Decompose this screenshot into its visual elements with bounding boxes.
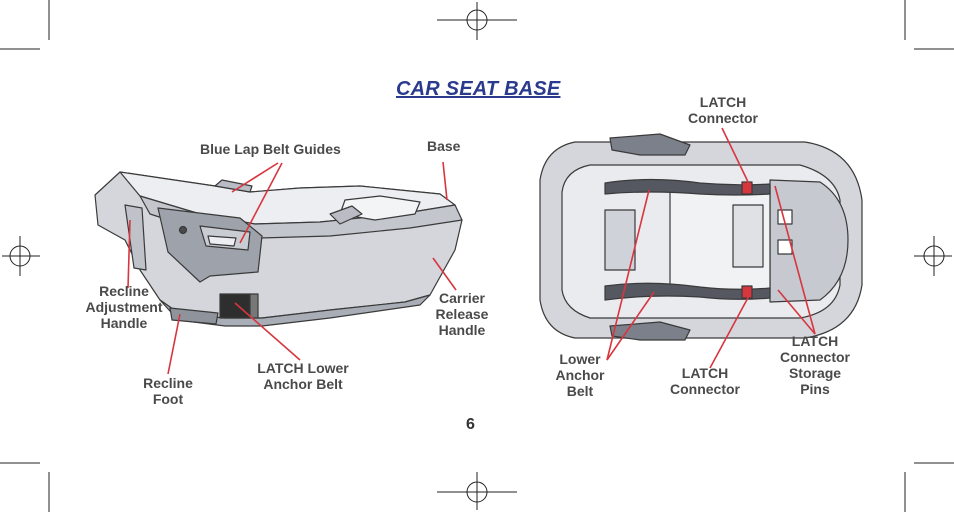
label-latch-connector-storage-pins: LATCH Connector Storage Pins [780,333,850,397]
label-lower-anchor-belt: Lower Anchor Belt [555,351,605,399]
registration-mark-left [2,236,40,276]
label-latch-lower-anchor-belt: LATCH Lower Anchor Belt [257,360,349,392]
page-title: CAR SEAT BASE [396,78,561,100]
label-carrier-release-handle: Carrier Release Handle [435,290,489,338]
label-recline-adjustment-handle: Recline Adjustment Handle [85,283,163,331]
page-number: 6 [466,416,475,433]
label-latch-connector-top: LATCH Connector [688,94,758,126]
registration-mark-top [437,2,517,40]
registration-mark-right [914,236,952,276]
label-base: Base [427,138,461,154]
registration-mark-bottom [437,472,517,510]
label-latch-connector-bottom: LATCH Connector [670,365,740,397]
label-recline-foot: Recline Foot [143,375,193,407]
label-blue-lap-belt-guides: Blue Lap Belt Guides [200,141,341,157]
